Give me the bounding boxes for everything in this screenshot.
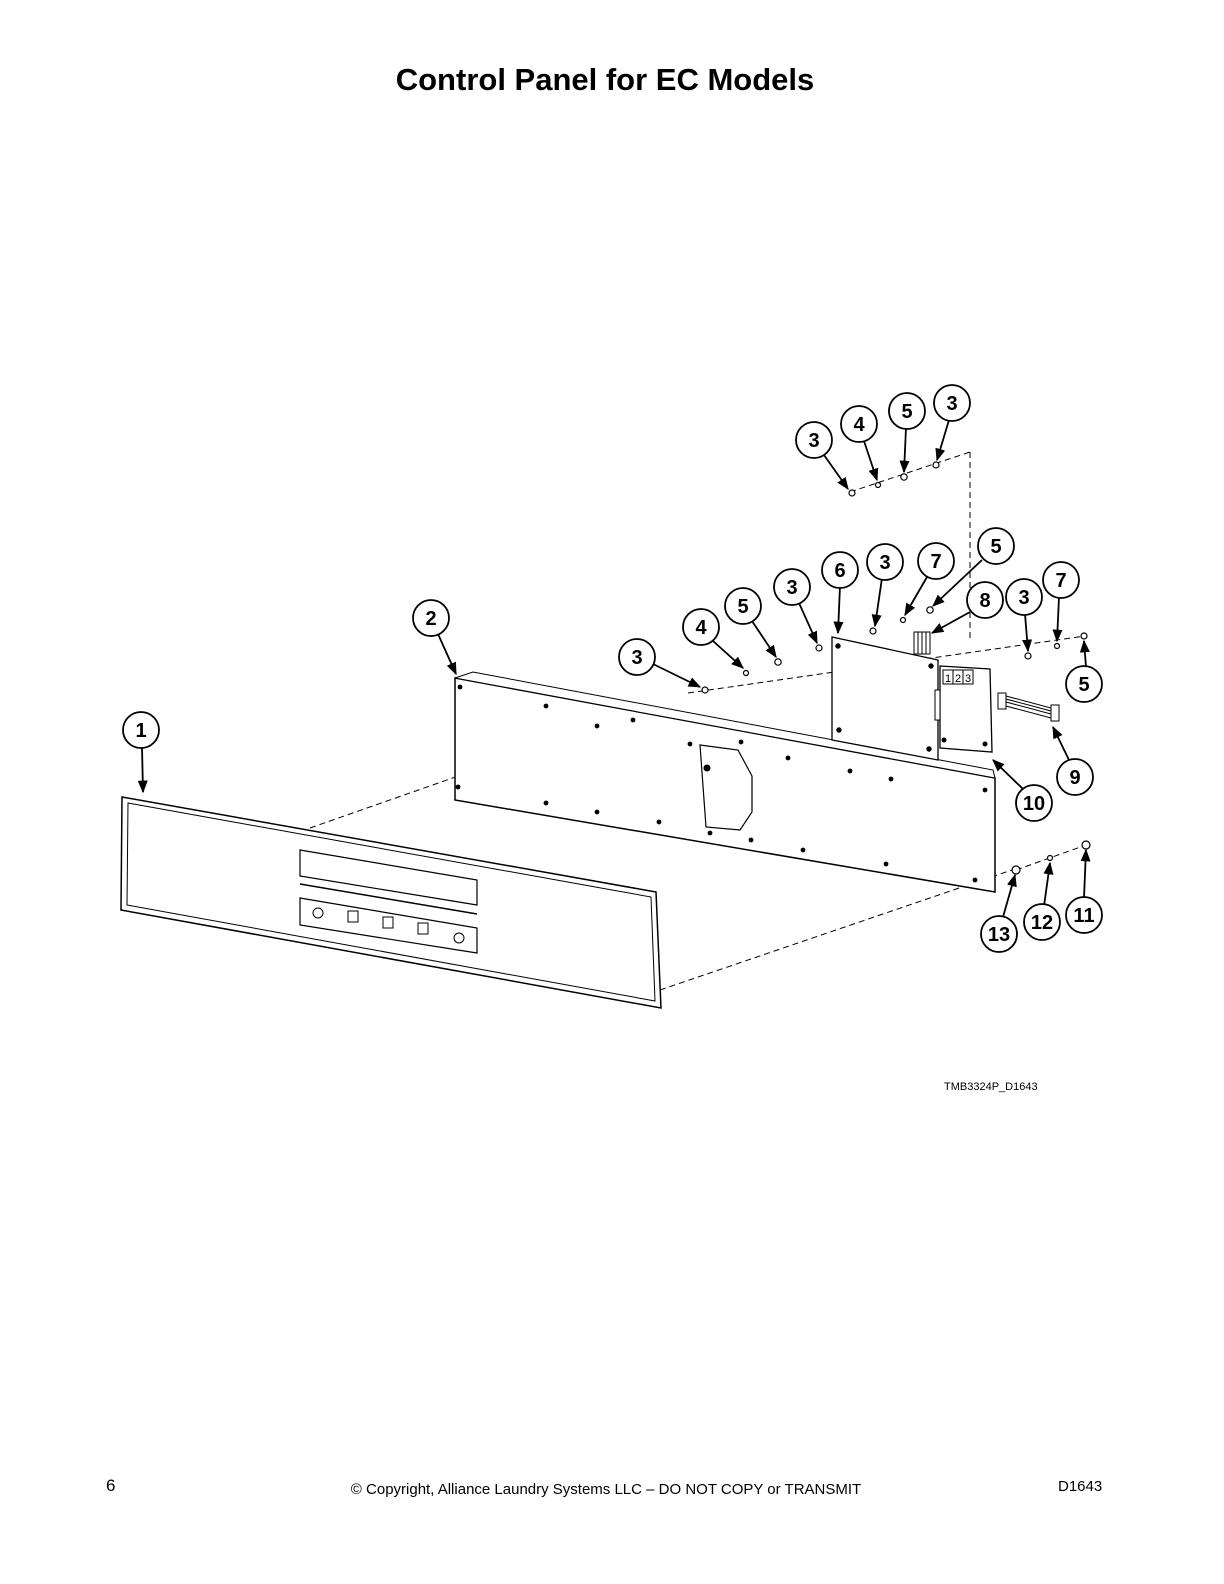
svg-text:7: 7 [930, 551, 941, 573]
svg-text:11: 11 [1073, 905, 1094, 927]
callout-3: 3 [933, 384, 971, 422]
svg-text:3: 3 [946, 393, 957, 415]
callout-3: 3 [618, 638, 656, 676]
callout-9: 9 [1056, 758, 1094, 796]
svg-text:3: 3 [1018, 587, 1029, 609]
callout-2: 2 [412, 599, 450, 637]
connector-label-3: 3 [965, 673, 971, 685]
svg-text:12: 12 [1031, 912, 1053, 934]
svg-text:3: 3 [631, 647, 642, 669]
callout-3: 3 [866, 543, 904, 581]
interface-board: 1 2 3 [934, 665, 993, 753]
control-board [831, 631, 939, 761]
page-title: Control Panel for EC Models [395, 62, 815, 97]
page-number: 6 [106, 1476, 116, 1495]
svg-text:2: 2 [425, 608, 436, 630]
callout-13: 13 [980, 915, 1018, 953]
control-panel-bracket [454, 671, 996, 893]
callout-bubbles: 1 2 3 4 5 3 3 4 5 3 6 3 7 5 8 3 7 5 9 10… [122, 384, 1103, 953]
callout-5: 5 [888, 392, 926, 430]
svg-text:9: 9 [1069, 767, 1080, 789]
svg-text:4: 4 [695, 617, 707, 639]
callout-7: 7 [917, 542, 955, 580]
drawing-id: TMB3324P_D1643 [944, 1081, 1038, 1093]
svg-text:5: 5 [737, 596, 748, 618]
svg-text:13: 13 [988, 924, 1010, 946]
keypad-buttons [312, 907, 465, 944]
callout-1: 1 [122, 711, 160, 749]
leader-lines [137, 419, 1091, 918]
callout-3: 3 [773, 568, 811, 606]
callout-7: 7 [1042, 561, 1080, 599]
callout-12: 12 [1023, 903, 1061, 941]
svg-text:6: 6 [834, 560, 845, 582]
callout-5: 5 [977, 527, 1015, 565]
document-number: D1643 [1058, 1478, 1103, 1495]
svg-text:5: 5 [901, 401, 912, 423]
ribbon-cable [997, 692, 1060, 722]
front-panel-overlay [120, 796, 662, 1009]
callout-11: 11 [1065, 896, 1103, 934]
mounting-holes [455, 684, 988, 883]
svg-text:5: 5 [990, 536, 1001, 558]
connector-label-1: 1 [945, 673, 951, 685]
svg-text:3: 3 [808, 430, 819, 452]
copyright-notice: © Copyright, Alliance Laundry Systems LL… [350, 1481, 862, 1498]
svg-text:3: 3 [786, 577, 797, 599]
callout-5: 5 [1065, 665, 1103, 703]
svg-text:10: 10 [1023, 793, 1045, 815]
callout-5: 5 [724, 587, 762, 625]
svg-text:4: 4 [853, 414, 865, 436]
svg-text:1: 1 [135, 720, 146, 742]
svg-text:8: 8 [979, 590, 990, 612]
svg-text:5: 5 [1078, 674, 1089, 696]
svg-text:7: 7 [1055, 570, 1066, 592]
callout-8: 8 [966, 581, 1004, 619]
callout-3: 3 [1005, 578, 1043, 616]
callout-6: 6 [821, 551, 859, 589]
connector-label-2: 2 [955, 673, 961, 685]
callout-3: 3 [795, 421, 833, 459]
callout-10: 10 [1015, 784, 1053, 822]
svg-text:3: 3 [879, 552, 890, 574]
callout-4: 4 [682, 608, 720, 646]
callout-4: 4 [840, 405, 878, 443]
